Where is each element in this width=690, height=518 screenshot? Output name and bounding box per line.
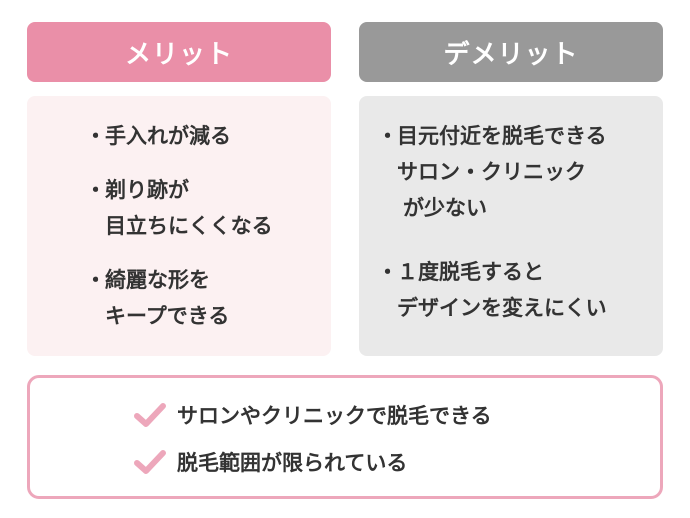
checkmark-icon [134,403,166,427]
summary-item: 脱毛範囲が限られている [133,442,407,482]
demerit-header: デメリット [359,22,663,82]
merit-panel: ・ 手入れが減る ・ 剃り跡が 目立ちにくくなる ・ 綺麗な形を キープできる [27,96,331,356]
checkmark-icon [134,450,166,474]
merit-item-text: キープできる [105,304,230,328]
summary-item: サロンやクリニックで脱毛できる [133,395,492,435]
merit-item-text: 綺麗な形を [105,268,210,292]
merit-header-label: メリット [124,39,233,70]
demerit-item-text: サロン・クリニック [397,160,586,184]
merit-item-text: 剃り跡が [105,178,189,202]
bullet: ・ [377,124,398,148]
merit-header: メリット [27,22,331,82]
merit-item-text: 手入れが減る [105,124,231,148]
demerit-item-text: デザインを変えにくい [397,296,607,320]
bullet: ・ [85,268,106,292]
merit-item-text: 目立ちにくくなる [105,214,273,238]
summary-item-text: サロンやクリニックで脱毛できる [177,404,492,428]
summary-box: サロンやクリニックで脱毛できる 脱毛範囲が限られている [27,375,663,499]
demerit-item-text: 目元付近を脱毛できる [397,124,607,148]
summary-item-text: 脱毛範囲が限られている [177,451,408,475]
bullet: ・ [85,124,106,148]
demerit-item-text: １度脱毛すると [397,260,544,284]
demerit-panel: ・ 目元付近を脱毛できる サロン・クリニック が少ない ・ １度脱毛すると デザ… [359,96,663,356]
demerit-item-text: が少ない [403,196,487,220]
bullet: ・ [377,260,398,284]
bullet: ・ [85,178,106,202]
demerit-header-label: デメリット [443,39,579,70]
